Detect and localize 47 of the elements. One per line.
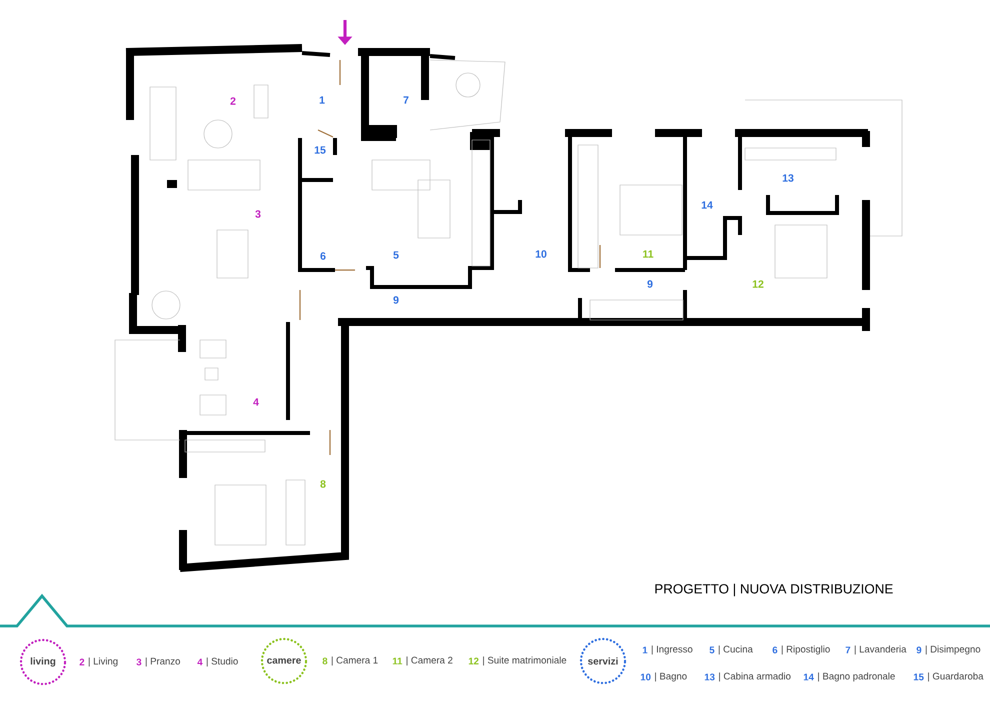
- legend-number: 13: [704, 674, 715, 680]
- legend-text: | Cabina armadio: [719, 672, 791, 682]
- legend-text: | Ripostiglio: [782, 646, 830, 654]
- room-number: 9: [393, 296, 399, 304]
- legend-number: 2: [80, 658, 84, 666]
- room-number: 8: [320, 480, 326, 488]
- room-number: 6: [320, 252, 326, 260]
- legend-text: | Studio: [206, 658, 238, 666]
- legend-number: 6: [772, 646, 778, 654]
- legend-text: | Bagno: [655, 672, 687, 682]
- legend-text: | Bagno padronale: [818, 672, 895, 682]
- legend-number: 1: [642, 646, 648, 654]
- legend-text: | Camera 1: [332, 656, 378, 666]
- room-number: 11: [643, 250, 654, 258]
- legend-number: 7: [846, 646, 850, 654]
- legend-text: | Pranzo: [146, 658, 180, 666]
- room-number: 12: [752, 280, 764, 288]
- room-number: 2: [230, 97, 236, 105]
- legend-number: 4: [197, 658, 203, 666]
- room-number: 9: [647, 280, 653, 288]
- legend-number: 15: [914, 674, 924, 680]
- room-number: 13: [782, 174, 794, 182]
- room-number: 3: [255, 210, 261, 218]
- legend-number: 11: [392, 658, 402, 664]
- legend-number: 12: [468, 658, 479, 664]
- legend-number: 8: [322, 658, 328, 664]
- room-number: 10: [536, 250, 546, 258]
- legend-text: | Disimpegno: [926, 646, 980, 654]
- title: PROGETTO | NUOVA DISTRIBUZIONE: [655, 584, 893, 596]
- room-number: 15: [314, 146, 326, 154]
- room-number: 7: [404, 96, 408, 104]
- legend-text: | Living: [88, 658, 118, 666]
- legend-number: 3: [136, 658, 142, 666]
- legend-number: 14: [804, 674, 814, 680]
- legend-number: 9: [916, 646, 922, 654]
- room-number: 14: [702, 201, 713, 209]
- legend-text: | Guardaroba: [928, 672, 984, 682]
- legend-text: | Suite matrimoniale: [483, 656, 566, 666]
- legend-number: 5: [710, 646, 714, 654]
- legend-text: | Cucina: [718, 646, 753, 654]
- room-number: 1: [320, 96, 325, 104]
- legend-text: | Camera 2: [406, 656, 452, 666]
- legend-text: | Lavanderia: [854, 646, 906, 654]
- room-number: 5: [393, 251, 399, 259]
- legend-text: | Ingresso: [652, 646, 692, 654]
- legend-number: 10: [640, 674, 651, 680]
- room-number: 4: [253, 398, 259, 406]
